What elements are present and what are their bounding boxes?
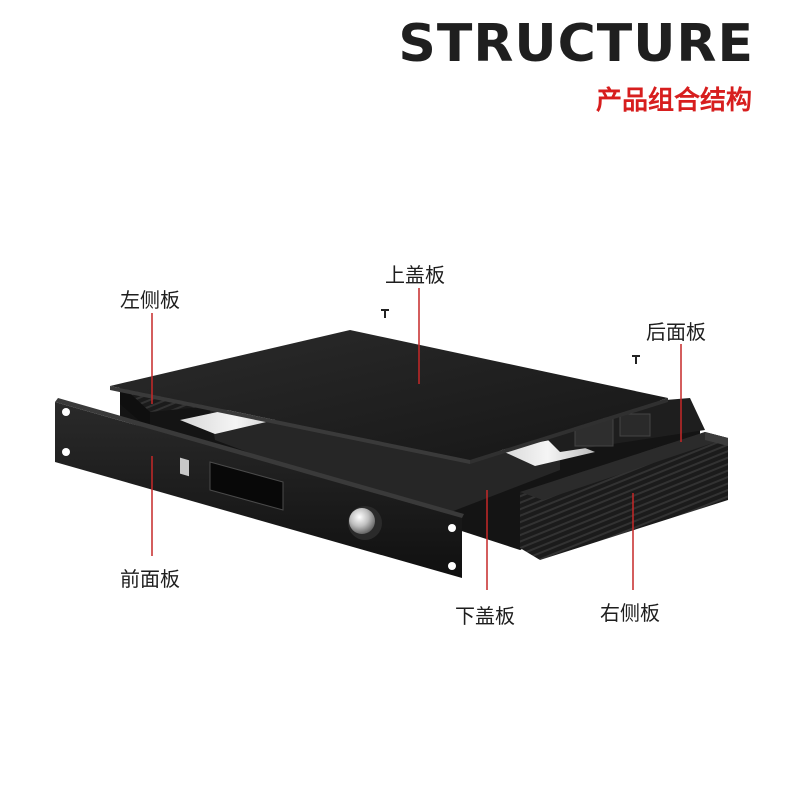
right-side-panel-shape: [520, 432, 728, 560]
label-front-panel: 前面板: [120, 567, 180, 591]
screws: [381, 309, 640, 364]
label-top-cover: 上盖板: [385, 263, 445, 287]
top-cover-shape: [110, 330, 668, 464]
leader-lines: [151, 288, 682, 590]
page-subtitle: 产品组合结构: [595, 86, 752, 116]
page-title: STRUCTURE: [398, 14, 754, 74]
label-right-side-panel: 右侧板: [600, 601, 660, 625]
front-panel-shape: [55, 398, 464, 578]
label-rear-panel: 后面板: [646, 320, 706, 344]
label-bottom-cover: 下盖板: [455, 604, 515, 628]
label-left-side-panel: 左侧板: [120, 288, 180, 312]
